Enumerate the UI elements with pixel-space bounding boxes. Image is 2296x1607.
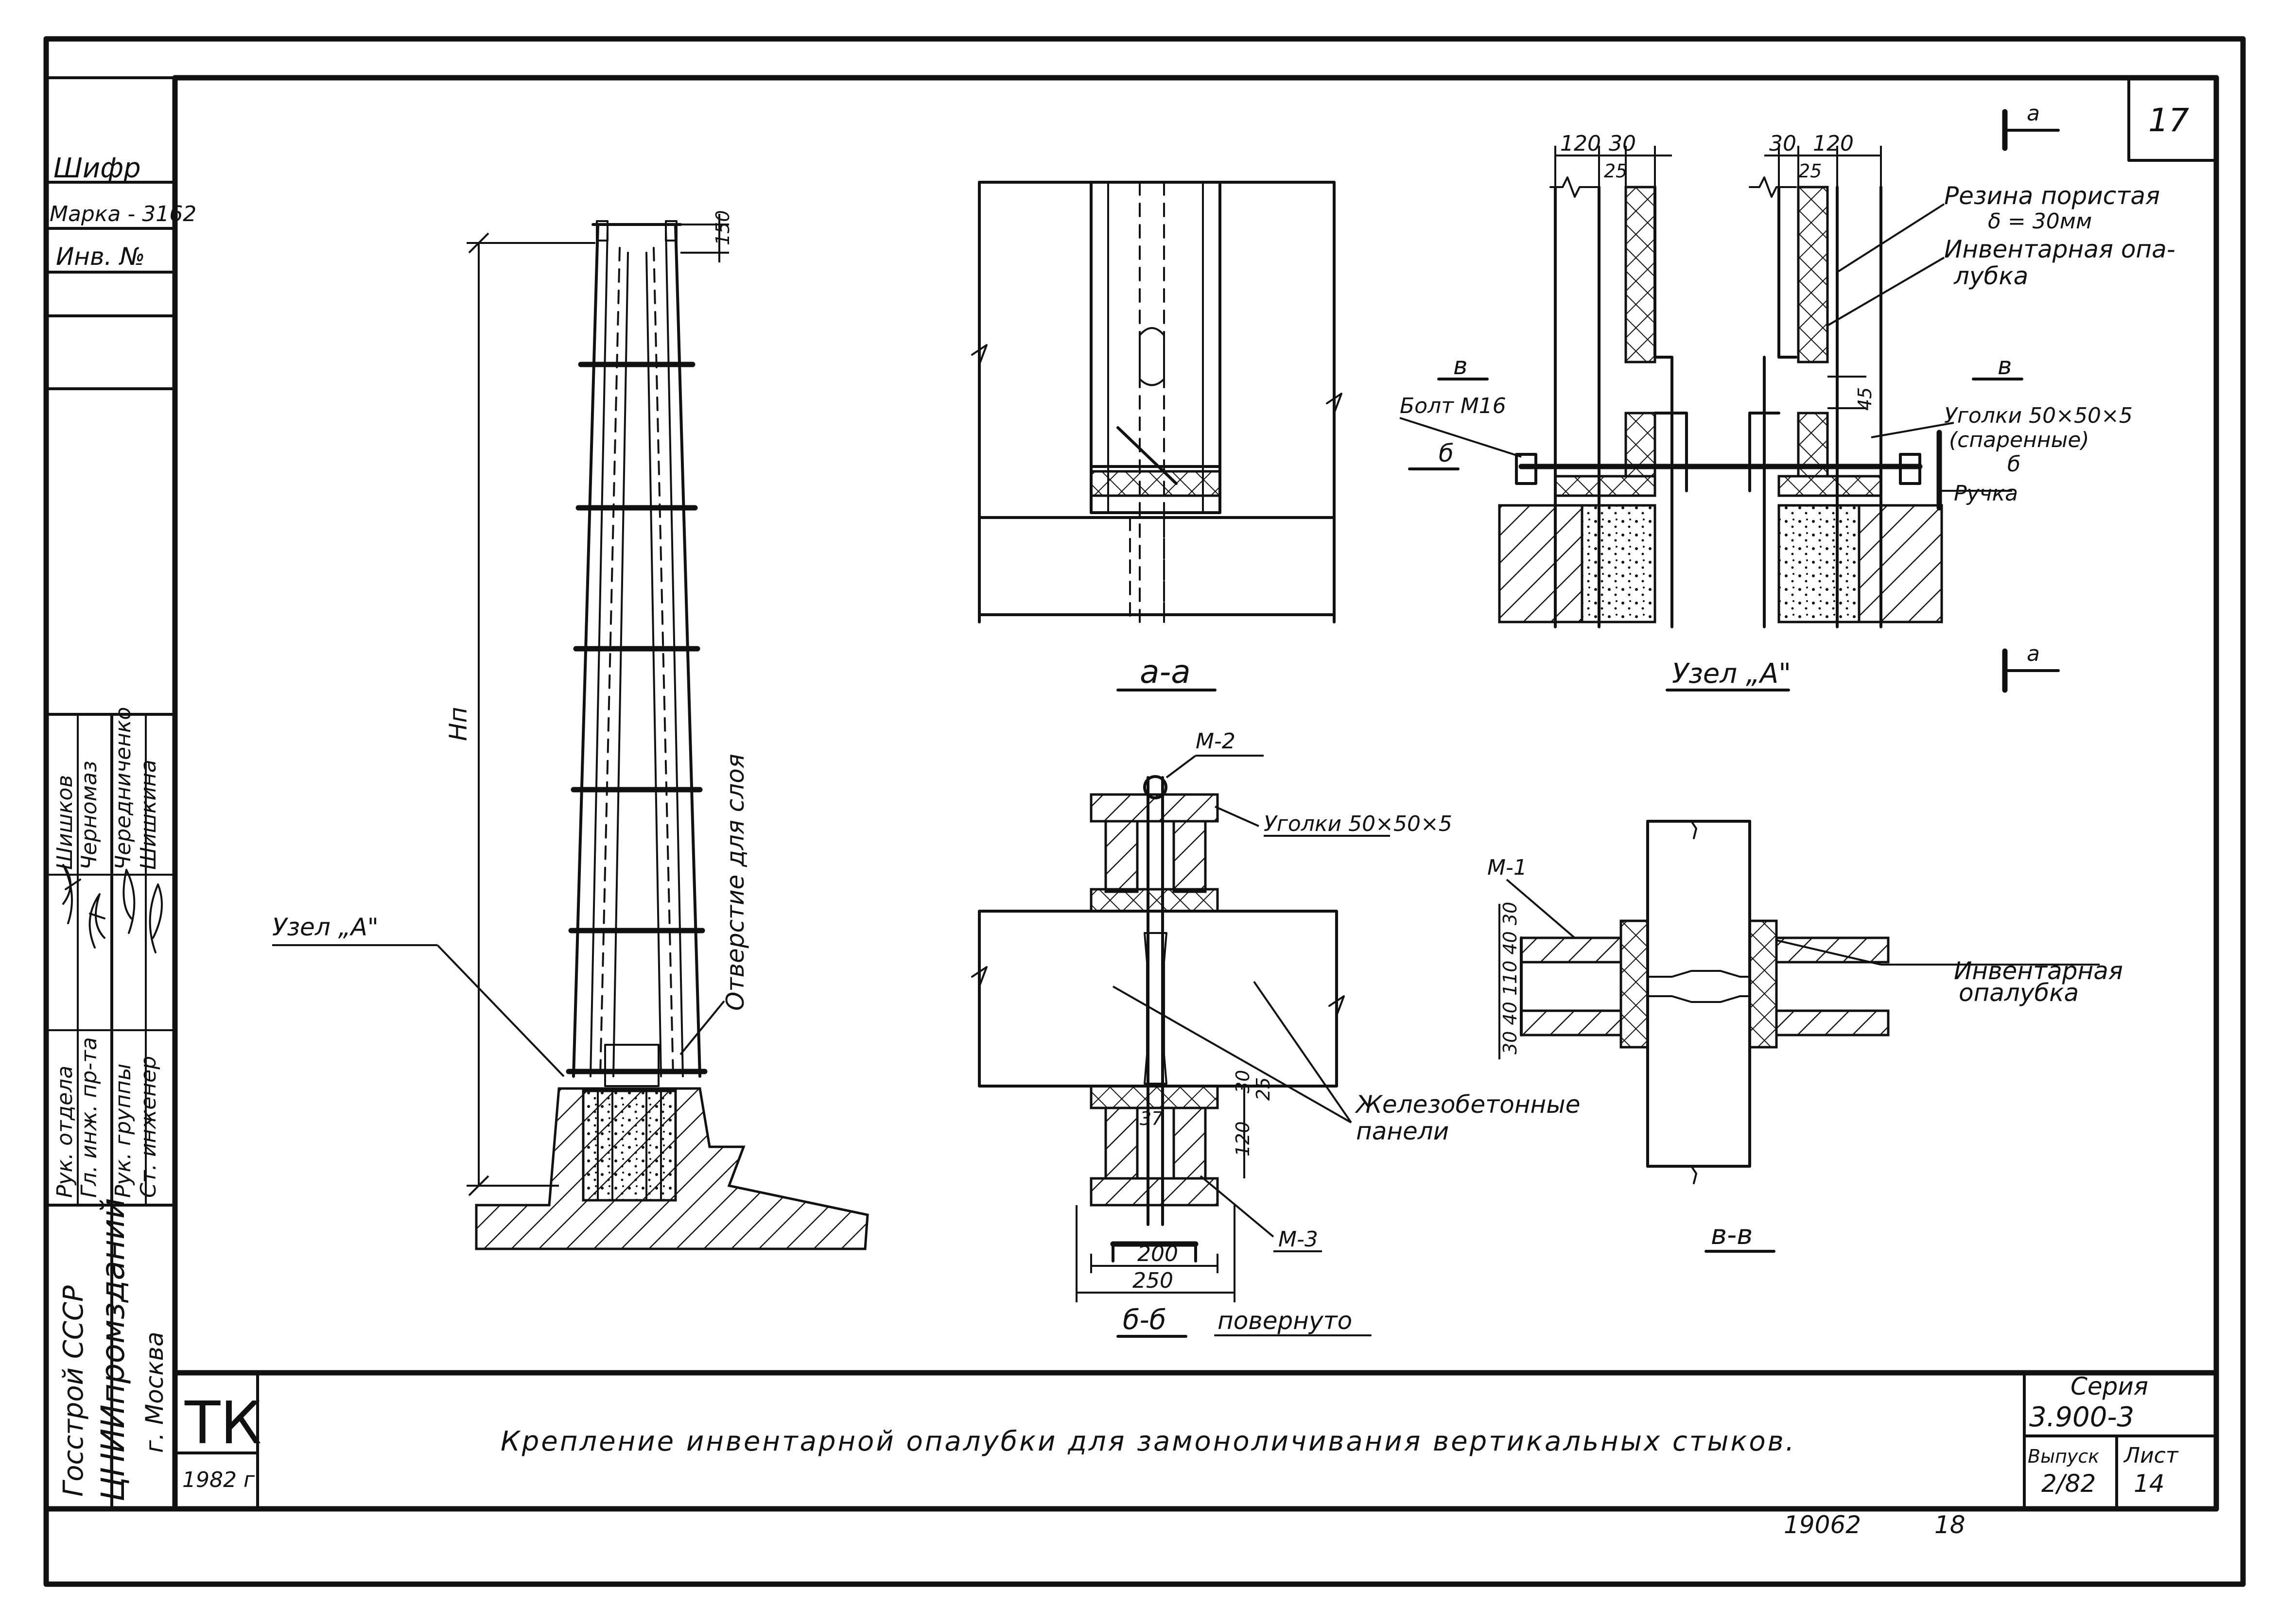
- cut-b-left: б: [1439, 439, 1454, 467]
- tk-mark: ТК: [184, 1390, 262, 1457]
- sheet-frame: [43, 36, 2246, 1587]
- height-label: Нп: [444, 707, 472, 741]
- cut-a-bottom: а: [2027, 641, 2040, 666]
- angles-label: Уголки 50×50×5: [1944, 403, 2133, 428]
- org-gosstroy: Госстрой СССР: [58, 1285, 89, 1497]
- dim-25-bb: 25: [1252, 1077, 1274, 1101]
- bolt-label: Болт М16: [1400, 394, 1506, 418]
- dim-200: 200: [1137, 1242, 1178, 1266]
- title-block: ТК 1982 г. Крепление инвентарной опалубк…: [172, 1370, 2219, 1510]
- issue-value: 2/82: [2041, 1469, 2096, 1498]
- angles-bb-label: Уголки 50×50×5: [1264, 812, 1452, 836]
- signatures: [62, 864, 163, 953]
- rc-panels-label-2: панели: [1356, 1117, 1449, 1145]
- section-bb-title: б-б: [1123, 1304, 1166, 1336]
- cut-b-right: б: [2007, 452, 2020, 477]
- dim-30-left: 30: [1609, 131, 1636, 156]
- sheet-label: Лист: [2123, 1443, 2179, 1468]
- org-city: г. Москва: [140, 1331, 169, 1453]
- dim-250: 250: [1132, 1268, 1173, 1293]
- rubber-thickness: δ = 30мм: [1988, 209, 2092, 234]
- dim-25-left: 25: [1604, 160, 1627, 182]
- cut-v-right: в: [1998, 352, 2012, 380]
- drawing-title: Крепление инвентарной опалубки для замон…: [501, 1426, 1796, 1457]
- series-value: 3.900-3: [2029, 1401, 2134, 1433]
- issue-label: Выпуск: [2028, 1446, 2099, 1467]
- name-1: Шишков: [52, 775, 77, 870]
- org-name: ЦНИИпромзданий: [94, 1198, 132, 1502]
- node-a-detail: 120 30 25 30 120 25 45 Резина пористая δ…: [1399, 101, 2175, 693]
- name-4: Шишкина: [136, 760, 161, 870]
- sheet-number-box: 17: [2127, 76, 2218, 162]
- sheet-number: 17: [2148, 102, 2189, 139]
- name-3: Чередниченко: [111, 707, 136, 870]
- dim-120-right: 120: [1813, 131, 1854, 156]
- handle-label: Ручка: [1954, 481, 2018, 506]
- cipher-label: Шифр: [53, 153, 141, 184]
- page-number: 18: [1934, 1511, 1966, 1539]
- cut-a-top: а: [2027, 101, 2040, 126]
- mark-label: Марка - 3162: [50, 202, 196, 226]
- section-aa: а-а: [971, 181, 1342, 691]
- top-dim-150: 150: [712, 210, 733, 245]
- dim-25-right: 25: [1798, 160, 1822, 182]
- angles-paired: (спаренные): [1949, 428, 2089, 452]
- cut-v-left: в: [1453, 352, 1467, 380]
- section-bb: 200 250 120 30 25 37 М-2 Уголки 50×50×5 …: [971, 729, 1580, 1338]
- dim-30-right: 30: [1769, 131, 1796, 156]
- node-a-title: Узел „А": [1672, 658, 1791, 690]
- formwork-vv-1: Инвентарная: [1954, 957, 2123, 985]
- dim-120-bb: 120: [1232, 1121, 1253, 1157]
- year-label: 1982 г.: [182, 1468, 261, 1492]
- role-3: Рук. группы: [111, 1064, 136, 1198]
- m2-label: М-2: [1196, 729, 1235, 754]
- rotated-note: повернуто: [1218, 1307, 1352, 1335]
- m3-label: М-3: [1278, 1227, 1318, 1252]
- dim-45: 45: [1854, 387, 1876, 411]
- role-2: Гл. инж. пр-та: [77, 1037, 102, 1198]
- formwork-label-1: Инвентарная опа-: [1944, 235, 2175, 263]
- role-4: Ст. инженер: [136, 1056, 161, 1198]
- series-label: Серия: [2070, 1372, 2148, 1400]
- rubber-label: Резина пористая: [1944, 182, 2160, 210]
- dim-37: 37: [1140, 1108, 1163, 1129]
- formwork-vv-2: опалубка: [1959, 979, 2079, 1007]
- vv-dims: 30 40 110 40 30: [1499, 902, 1521, 1054]
- hole-note: Отверстие для слоя: [721, 754, 749, 1011]
- archive-number: 19062: [1784, 1511, 1861, 1539]
- inventory-label: Инв. №: [56, 242, 145, 271]
- section-vv: 30 40 110 40 30 М-1 Инвентарная опалубка…: [1487, 820, 2123, 1253]
- stack-elevation: Нп 150 Отверстие для слоя Узел „А": [272, 210, 869, 1250]
- clamp-bands: [566, 362, 708, 1074]
- dim-120-left: 120: [1560, 131, 1601, 156]
- role-1: Рук. отдела: [52, 1066, 77, 1198]
- m1-label: М-1: [1487, 855, 1527, 880]
- name-2: Черномаз: [77, 761, 102, 870]
- dim-30-bb: 30: [1232, 1070, 1253, 1093]
- rc-panels-label-1: Железобетонные: [1355, 1090, 1580, 1119]
- node-a-callout: Узел „А": [272, 913, 379, 941]
- sheet-value: 14: [2134, 1469, 2165, 1498]
- section-vv-title: в-в: [1711, 1219, 1753, 1251]
- section-aa-title: а-а: [1140, 653, 1191, 691]
- formwork-label-2: лубка: [1953, 262, 2028, 290]
- stamp-text: Шифр Марка - 3162 Инв. № Рук. отдела Гл.…: [50, 153, 196, 1502]
